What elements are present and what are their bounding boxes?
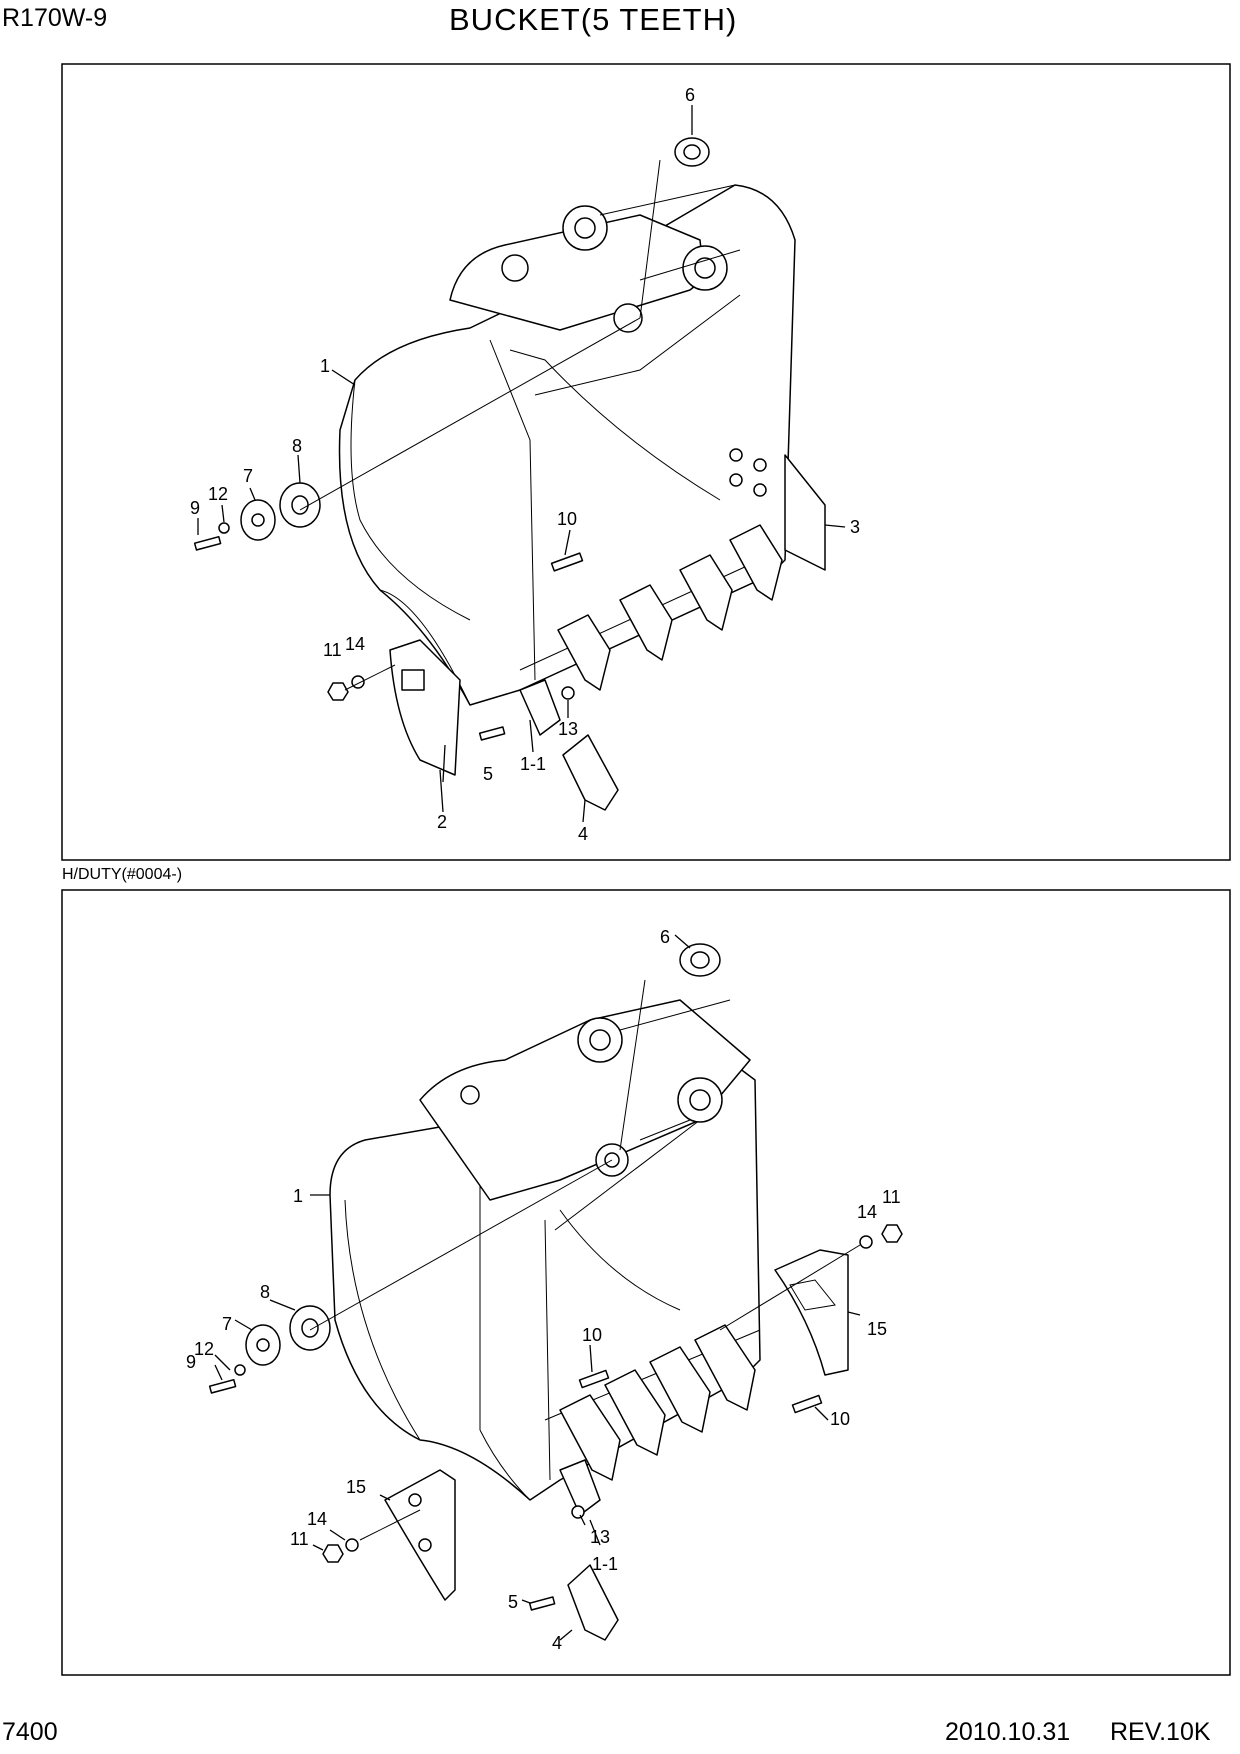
upper-callouts: 1 1-1 2 3 4 5 6 7 8 9 10 11 12 13 14 — [190, 85, 860, 844]
model-code: R170W-9 — [2, 4, 108, 32]
callout-9: 9 — [190, 498, 200, 518]
callout-10: 10 — [830, 1409, 850, 1429]
tooth — [559, 1394, 621, 1481]
callout-2: 2 — [437, 812, 447, 832]
tooth — [679, 554, 733, 631]
bolt-10 — [550, 552, 584, 572]
bolt-10 — [791, 1394, 823, 1414]
lower-bucket-drawing — [208, 943, 903, 1641]
callout-14: 14 — [307, 1509, 327, 1529]
tooth — [604, 1369, 666, 1456]
nut-11 — [327, 682, 349, 701]
callout-12: 12 — [194, 1339, 214, 1359]
tooth — [519, 679, 561, 736]
washer-13 — [561, 686, 575, 700]
callout-6: 6 — [685, 85, 695, 105]
lower-leaders — [214, 934, 861, 1641]
callout-7: 7 — [222, 1314, 232, 1334]
tooth — [694, 1324, 756, 1411]
callout-11: 11 — [882, 1187, 901, 1207]
revision-code: REV.10K — [1110, 1718, 1211, 1746]
callout-13: 13 — [590, 1527, 610, 1547]
pin-5 — [478, 726, 506, 741]
tooth — [557, 614, 611, 691]
callout-11: 11 — [323, 640, 342, 660]
callout-15: 15 — [867, 1319, 887, 1339]
callout-8: 8 — [292, 436, 302, 456]
tooth — [729, 524, 783, 601]
callout-8: 8 — [260, 1282, 270, 1302]
tooth — [649, 1346, 711, 1433]
revision-date: 2010.10.31 — [945, 1718, 1071, 1746]
callout-15: 15 — [346, 1477, 366, 1497]
callout-13: 13 — [558, 719, 578, 739]
callout-6: 6 — [660, 927, 670, 947]
bolt-9 — [193, 535, 222, 551]
callout-4: 4 — [552, 1633, 562, 1653]
washer-14 — [345, 1538, 359, 1552]
page-number: 7400 — [2, 1718, 58, 1746]
callout-7: 7 — [243, 466, 253, 486]
bolt-9 — [208, 1378, 237, 1394]
nut-11 — [322, 1544, 344, 1563]
callout-1: 1 — [293, 1186, 303, 1206]
side-cutter-3 — [784, 454, 826, 571]
washer-12 — [218, 522, 230, 534]
pin-5 — [528, 1596, 556, 1611]
callout-3: 3 — [850, 517, 860, 537]
bolt-10 — [578, 1369, 610, 1389]
lower-callouts: 1 1-1 4 5 6 7 8 9 10 10 11 11 12 13 14 1… — [186, 927, 901, 1653]
pin-boss — [501, 254, 529, 282]
washer-14 — [859, 1235, 873, 1249]
callout-1: 1 — [320, 356, 330, 376]
upper-frame — [61, 63, 1231, 861]
callout-5: 5 — [483, 764, 493, 784]
callout-10: 10 — [582, 1325, 602, 1345]
callout-5: 5 — [508, 1592, 518, 1612]
callout-14: 14 — [345, 634, 365, 654]
side-cutter-15 — [384, 1469, 456, 1601]
callout-12: 12 — [208, 484, 228, 504]
washer-14 — [351, 675, 365, 689]
washer-12 — [234, 1364, 246, 1376]
bucket-body — [329, 1034, 761, 1501]
washer-13 — [571, 1505, 585, 1519]
callout-4: 4 — [578, 824, 588, 844]
tooth — [619, 584, 673, 661]
nut-11 — [881, 1224, 903, 1243]
callout-10: 10 — [557, 509, 577, 529]
section-label: H/DUTY(#0004-) — [62, 866, 183, 883]
tooth-4 — [567, 1564, 619, 1641]
callout-1-1: 1-1 — [520, 754, 546, 774]
lower-frame — [61, 889, 1231, 1676]
page-title: BUCKET(5 TEETH) — [449, 2, 738, 37]
callout-11: 11 — [290, 1529, 309, 1549]
callout-1-1: 1-1 — [592, 1554, 618, 1574]
upper-bucket-drawing — [193, 137, 826, 811]
tooth-4 — [562, 734, 619, 811]
callout-9: 9 — [186, 1352, 196, 1372]
side-cutter-15 — [774, 1249, 849, 1376]
callout-14: 14 — [857, 1202, 877, 1222]
tooth — [559, 1459, 601, 1516]
upper-leaders — [197, 105, 846, 823]
